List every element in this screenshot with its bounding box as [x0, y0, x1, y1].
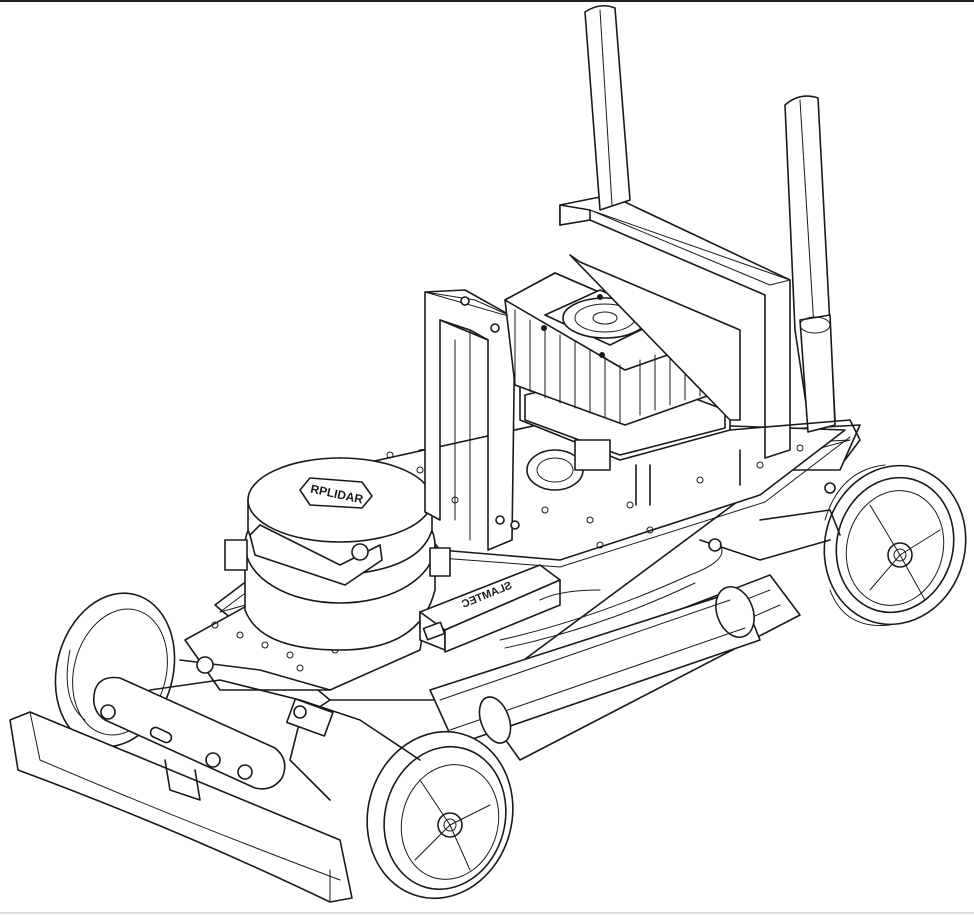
lidar-mount: [224, 539, 451, 577]
rear-right-wheel: [823, 464, 967, 627]
rear-frame: [699, 419, 861, 561]
depth-camera: [92, 676, 286, 801]
front-bumper: [9, 711, 353, 903]
camera-bracket: [424, 289, 520, 551]
cables: [499, 544, 723, 649]
standoffs: [635, 449, 741, 506]
front-right-wheel: [366, 730, 514, 900]
antenna-right: [784, 95, 836, 433]
slamtec-module: SLAMTEC: [419, 564, 561, 653]
battery-pack: [429, 586, 761, 746]
rplidar-sensor: RPLIDAR: [244, 457, 436, 651]
top-frame-border: [0, 0, 974, 2]
display-screen: [559, 194, 791, 459]
front-suspension: [149, 656, 421, 761]
drive-motor: [526, 439, 611, 491]
bottom-frame-border: [0, 912, 974, 914]
antenna-left: [584, 4, 631, 211]
